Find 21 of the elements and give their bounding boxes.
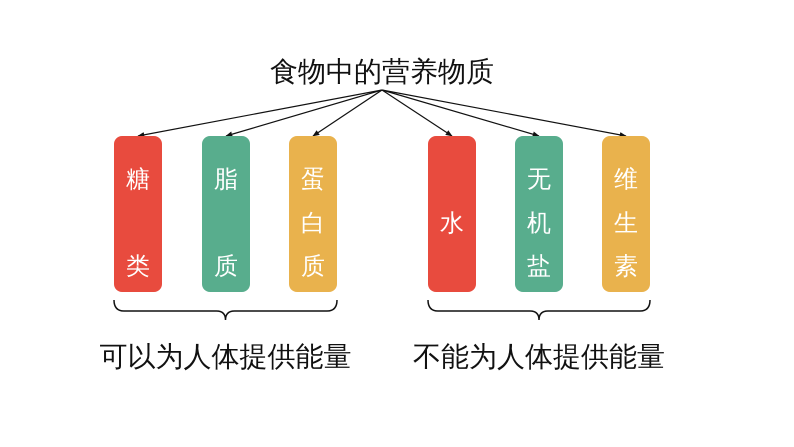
category-box (602, 136, 650, 292)
arrow (225, 89, 382, 137)
category-box (515, 136, 563, 292)
arrow (382, 90, 453, 136)
arrow (382, 89, 540, 137)
category-box (202, 136, 250, 292)
category-label: 糖类 (125, 165, 151, 280)
heading-text: 食物中的营养物质 (232, 54, 532, 90)
arrow (312, 90, 382, 136)
category-label: 蛋白质 (300, 165, 326, 280)
category-box (428, 136, 476, 292)
category-box (289, 136, 337, 292)
category-label: 水 (439, 208, 465, 238)
category-label: 脂质 (213, 165, 239, 280)
group-caption: 可以为人体提供能量 (98, 339, 352, 375)
arrow (382, 89, 627, 138)
group-caption: 不能为人体提供能量 (412, 339, 666, 375)
category-label: 维生素 (613, 165, 639, 280)
category-label: 无机盐 (526, 165, 552, 280)
category-box (114, 136, 162, 292)
arrow (137, 89, 382, 138)
